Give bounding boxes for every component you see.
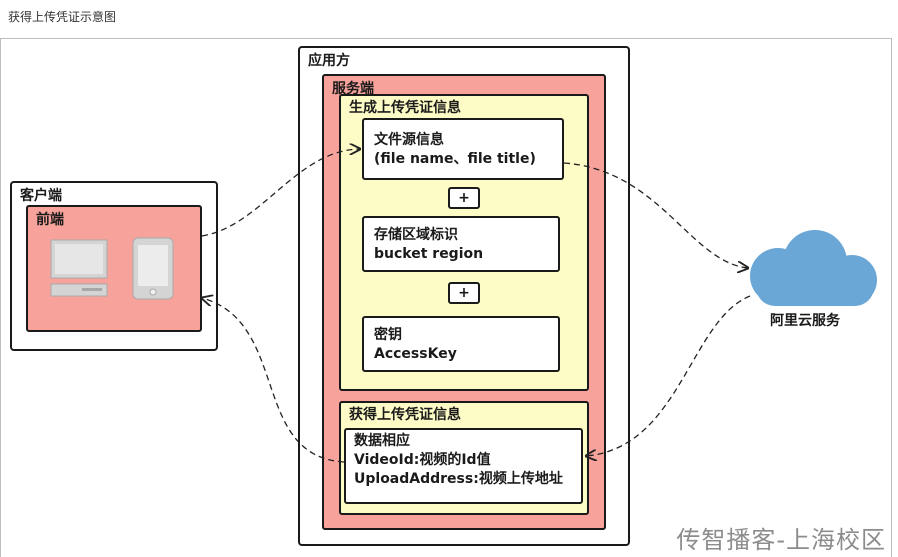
connector-cloud-to-response [586, 295, 751, 456]
plus-sign: + [448, 282, 480, 304]
response-video-id: VideoId:视频的Id值 [354, 452, 491, 468]
response-data-label: 数据相应 [354, 433, 410, 449]
access-key-card: 密钥 AccessKey [362, 316, 560, 372]
app-side-title: 应用方 [308, 53, 350, 69]
server-title: 服务端 [332, 81, 374, 97]
aliyun-service-label: 阿里云服务 [770, 313, 840, 329]
storage-region-card: 存储区域标识 bucket region [362, 216, 560, 272]
watermark: 传智播客-上海校区 [676, 526, 886, 554]
file-source-info-label: 文件源信息 [374, 132, 444, 148]
client-title: 客户端 [20, 188, 62, 204]
generate-credential-title: 生成上传凭证信息 [349, 100, 461, 116]
response-upload-address: UploadAddress:视频上传地址 [354, 471, 563, 487]
mobile-phone-icon [132, 237, 174, 300]
connector-response-to-frontend [202, 298, 345, 463]
connector-frontend-to-source [201, 149, 360, 237]
diagram-caption: 获得上传凭证示意图 [8, 10, 117, 24]
access-key-label: 密钥 [374, 327, 402, 343]
connector-lines [201, 149, 751, 463]
connector-source-to-cloud [563, 162, 748, 268]
plus-sign: + [448, 187, 480, 209]
desktop-computer-icon [50, 239, 108, 297]
response-data-card: 数据相应 VideoId:视频的Id值 UploadAddress:视频上传地址 [344, 428, 583, 504]
cloud-icon [750, 230, 877, 306]
file-source-info-detail: (file name、file title) [374, 151, 536, 167]
file-source-info-card: 文件源信息 (file name、file title) [362, 118, 564, 180]
storage-region-detail: bucket region [374, 246, 484, 262]
frontend-title: 前端 [36, 212, 64, 228]
obtain-credential-title: 获得上传凭证信息 [349, 407, 461, 423]
storage-region-label: 存储区域标识 [374, 227, 458, 243]
access-key-detail: AccessKey [374, 346, 457, 362]
